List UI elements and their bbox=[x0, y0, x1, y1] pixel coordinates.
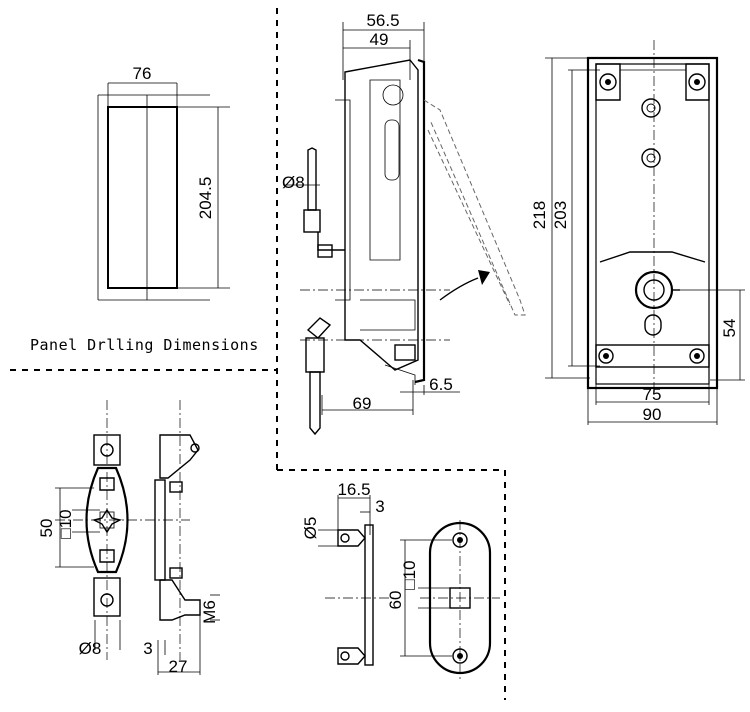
bracket-width-label: 16.5 bbox=[337, 480, 370, 499]
panel-width-label: 76 bbox=[133, 64, 152, 83]
section-dividers bbox=[10, 8, 506, 700]
bracket-spacing-label: 60 bbox=[386, 591, 405, 610]
bracket-thickness-label: 3 bbox=[375, 497, 384, 516]
side-top-inner-label: 49 bbox=[370, 30, 389, 49]
bracket-hole-dia-label: Ø5 bbox=[301, 517, 320, 540]
hinge-drawing bbox=[55, 400, 220, 675]
side-flange-label: 6.5 bbox=[429, 375, 453, 394]
hinge-pin-dia-label: Ø8 bbox=[79, 639, 102, 658]
front-overall-width-label: 90 bbox=[643, 405, 662, 424]
front-inner-height-label: 203 bbox=[551, 201, 570, 229]
bracket-square-label: □10 bbox=[400, 560, 419, 589]
bracket-drawing bbox=[318, 495, 500, 680]
front-hole-offset-label: 54 bbox=[720, 319, 739, 338]
side-bottom-depth-label: 69 bbox=[353, 394, 372, 413]
panel-height-label: 204.5 bbox=[196, 177, 215, 220]
hinge-square-label: □10 bbox=[56, 509, 75, 538]
panel-cutout-drawing bbox=[97, 82, 230, 301]
hinge-depth-label: 27 bbox=[169, 657, 188, 676]
hinge-thread-label: M6 bbox=[200, 600, 219, 624]
hinge-thickness-label: 3 bbox=[143, 639, 152, 658]
side-view-drawing bbox=[283, 22, 526, 436]
side-top-outer-label: 56.5 bbox=[366, 11, 399, 30]
hinge-spacing-label: 50 bbox=[37, 519, 56, 538]
front-view-drawing bbox=[545, 40, 745, 425]
front-overall-height-label: 218 bbox=[530, 201, 549, 229]
side-pin-dia-label: Ø8 bbox=[282, 173, 305, 192]
front-inner-width-label: 75 bbox=[643, 385, 662, 404]
panel-drilling-caption: Panel Drlling Dimensions bbox=[30, 336, 259, 354]
